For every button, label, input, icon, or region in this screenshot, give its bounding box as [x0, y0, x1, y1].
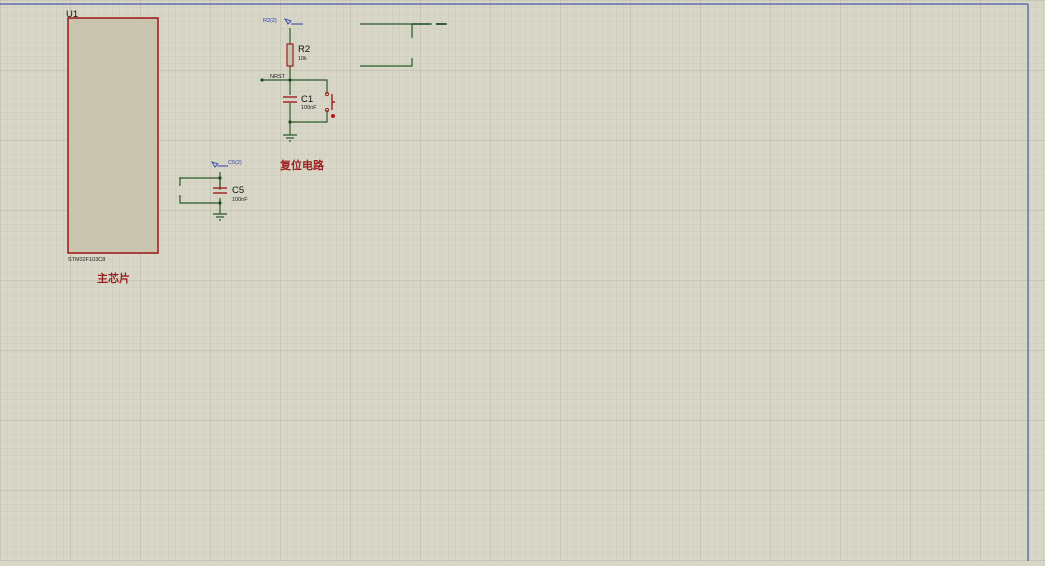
r2-value: 10k: [298, 56, 307, 62]
reset-circuit[interactable]: R2(2) R2 10k C1 100nF NRST 复位电路: [260, 18, 335, 172]
r2-ref: R2: [298, 44, 310, 55]
u1-ref: U1: [66, 9, 78, 20]
net-terminal: [260, 78, 264, 82]
junction: [218, 201, 222, 205]
c5-value: 100nF: [232, 197, 248, 203]
probe-icon: [210, 161, 228, 168]
reset-net-label: NRST: [270, 74, 286, 80]
c5-ref: C5: [232, 185, 244, 196]
reset-wires: [262, 28, 328, 135]
c1-value: 100nF: [301, 105, 317, 111]
junction: [218, 176, 222, 180]
r2-resistor[interactable]: [286, 43, 294, 67]
section-title-reset: 复位电路: [279, 158, 325, 172]
r2-probe: R2(2): [263, 18, 277, 24]
mcu-u1[interactable]: U1 STM32F103C8 C5 100nF C5(2) 主芯片: [66, 9, 248, 285]
c1-ref: C1: [301, 94, 313, 105]
c5-probe: C5(2): [228, 160, 242, 166]
ground-icon: [213, 213, 227, 221]
junction: [288, 78, 292, 82]
u1-body[interactable]: [67, 17, 159, 254]
crystal-circuit[interactable]: [360, 23, 447, 67]
ground-icon: [283, 134, 297, 142]
reset-button[interactable]: [324, 91, 335, 118]
junction: [288, 120, 292, 124]
section-title-mcu: 主芯片: [97, 271, 130, 285]
probe-icon: [283, 18, 303, 25]
u1-part: STM32F103C8: [68, 257, 105, 263]
